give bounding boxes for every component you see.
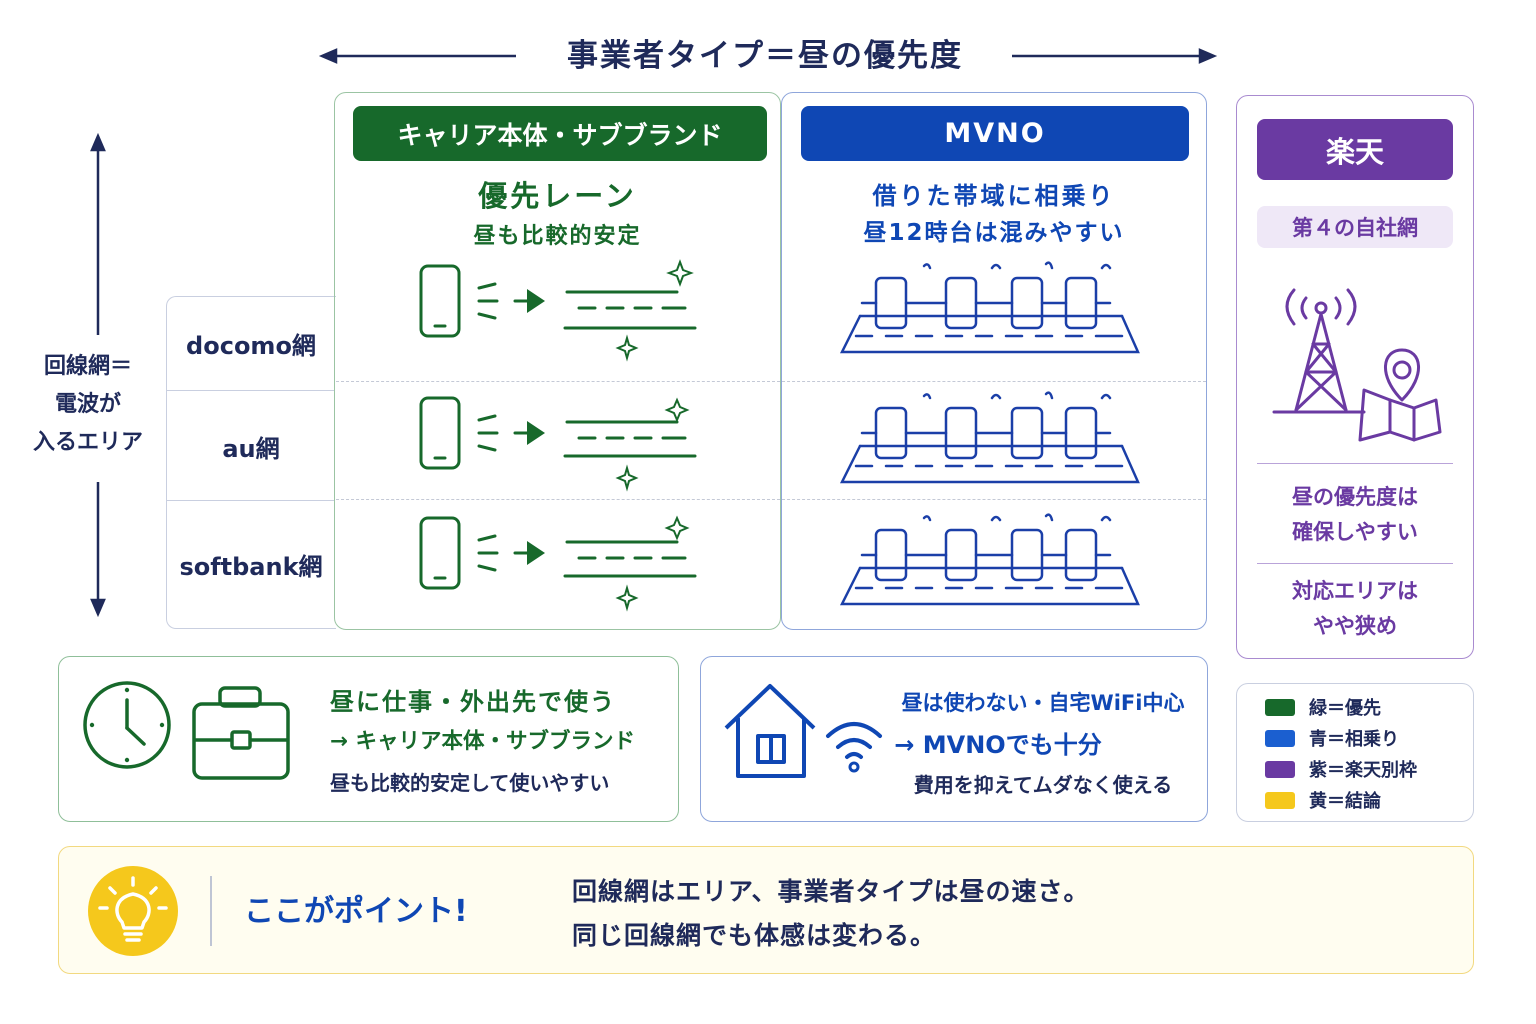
priority-lane-icon [419, 515, 697, 612]
legend-label: 黄＝結論 [1309, 791, 1381, 812]
legend-swatch [1265, 698, 1295, 716]
recommendation-carrier-line2: → キャリア本体・サブブランド [330, 729, 636, 754]
row-divider [167, 390, 335, 391]
congested-lane-icon [839, 513, 1140, 606]
recommendation-mvno-line2: → MVNOでも十分 [894, 730, 1102, 759]
legend-item-green: 緑＝優先 [1265, 696, 1381, 719]
carrier-subtitle: 昼も比較的安定 [473, 224, 642, 249]
mvno-panel [781, 92, 1207, 630]
mvno-title: 借りた帯域に相乗り [872, 181, 1116, 210]
rakuten-own-network-badge: 第４の自社網 [1257, 206, 1453, 248]
left-axis-line: 入るエリア [32, 430, 143, 455]
cell-tower-map-icon [1272, 288, 1442, 442]
rakuten-note-priority: 昼の優先度は 確保しやすい [1240, 480, 1470, 550]
congested-lane-icon [839, 261, 1140, 354]
rakuten-divider [1257, 563, 1453, 564]
rakuten-note-area: 対応エリアは やや狭め [1240, 574, 1470, 644]
legend-label: 紫＝楽天別枠 [1309, 760, 1417, 781]
key-point-box [58, 846, 1474, 974]
network-label-docomo: docomo網 [186, 332, 316, 360]
priority-lane-icon [419, 396, 697, 492]
recommendation-carrier [58, 656, 679, 822]
left-axis-line: 回線網＝ [43, 354, 132, 379]
rakuten-divider [1257, 463, 1453, 464]
mvno-header: MVNO [801, 106, 1189, 161]
recommendation-carrier-line3: 昼も比較的安定して使いやすい [330, 771, 610, 795]
network-labels: docomo網 au網 softbank網 [166, 296, 336, 629]
carrier-panel [334, 92, 781, 630]
network-label-softbank: softbank網 [179, 552, 323, 581]
rakuten-note-line: やや狭め [1313, 614, 1397, 638]
lightbulb-icon [88, 866, 178, 956]
carrier-header: キャリア本体・サブブランド [353, 106, 767, 161]
briefcase-icon [192, 686, 290, 780]
row-divider-dashed [336, 499, 1206, 500]
recommendation-carrier-line1: 昼に仕事・外出先で使う [330, 688, 616, 716]
top-axis-title: 事業者タイプ＝昼の優先度 [567, 37, 963, 74]
mvno-subtitle: 昼12時台は混みやすい [863, 220, 1125, 246]
rakuten-note-line: 確保しやすい [1292, 520, 1418, 544]
left-axis-line: 電波が [54, 392, 121, 417]
legend-item-blue: 青＝相乗り [1265, 727, 1399, 750]
legend-swatch [1265, 791, 1295, 809]
carrier-title: 優先レーン [478, 179, 637, 213]
priority-lane-icon [419, 259, 697, 362]
point-divider [210, 876, 212, 946]
top-axis-arrows [318, 48, 1218, 64]
network-label-au: au網 [222, 434, 280, 463]
congested-lane-icon [839, 391, 1140, 484]
key-point-line2: 同じ回線網でも体感は変わる。 [572, 921, 937, 950]
legend: 緑＝優先 青＝相乗り 紫＝楽天別枠 黄＝結論 [1236, 683, 1474, 822]
legend-item-yellow: 黄＝結論 [1265, 789, 1381, 812]
rakuten-note-line: 対応エリアは [1292, 579, 1418, 603]
recommendation-mvno-line3: 費用を抑えてムダなく使える [913, 772, 1173, 797]
clock-icon [83, 681, 171, 769]
row-divider [167, 500, 335, 501]
left-axis-label: 回線網＝ 電波が 入るエリア [18, 348, 158, 462]
left-axis-arrows [90, 132, 106, 618]
row-divider-dashed [336, 381, 1206, 382]
rakuten-panel [1236, 95, 1474, 659]
wifi-icon [826, 722, 882, 773]
legend-swatch [1265, 760, 1295, 778]
house-icon [724, 684, 816, 778]
legend-item-purple: 紫＝楽天別枠 [1265, 758, 1417, 781]
recommendation-mvno-line1: 昼は使わない・自宅WiFi中心 [901, 691, 1185, 715]
rakuten-header: 楽天 [1257, 119, 1453, 180]
recommendation-mvno [700, 656, 1208, 822]
key-point-label: ここがポイント! [244, 894, 468, 929]
key-point-line1: 回線網はエリア、事業者タイプは昼の速さ。 [572, 877, 1090, 906]
rakuten-note-line: 昼の優先度は [1292, 485, 1418, 509]
legend-label: 緑＝優先 [1309, 698, 1381, 719]
legend-swatch [1265, 729, 1295, 747]
legend-label: 青＝相乗り [1309, 729, 1399, 750]
